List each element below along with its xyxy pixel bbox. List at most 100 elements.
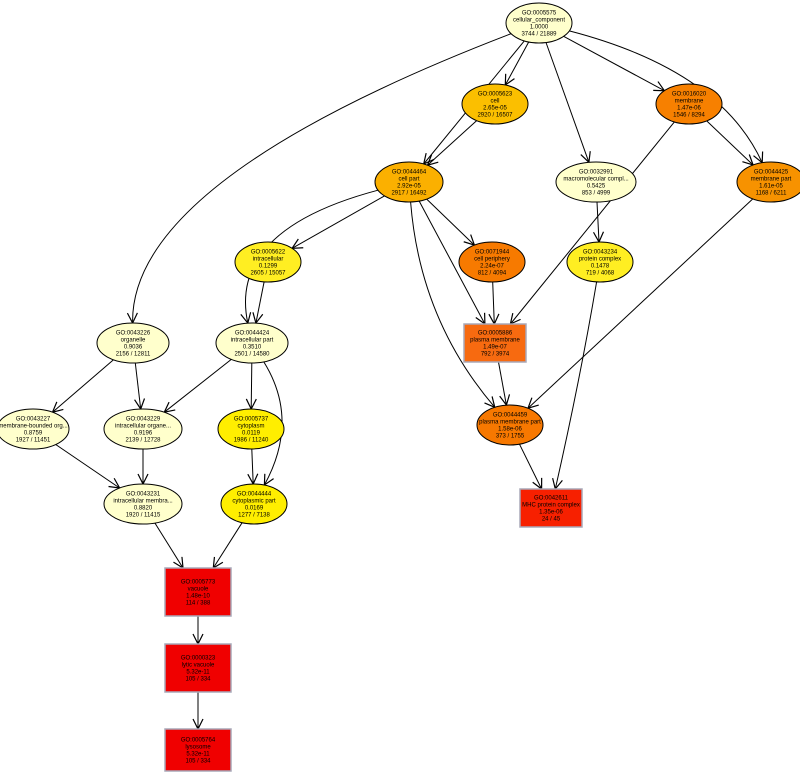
node-label-line: membrane-bounded org... bbox=[0, 424, 68, 430]
node-label-line: organelle bbox=[121, 338, 146, 344]
node-label-line: GO:0005886 bbox=[478, 331, 513, 337]
node-label-line: GO:0005773 bbox=[181, 580, 216, 586]
node-shape bbox=[164, 728, 232, 772]
node-label-line: GO:0005764 bbox=[181, 738, 216, 744]
node-label-line: 3744 / 21889 bbox=[521, 32, 557, 38]
node-label-line: cell bbox=[490, 99, 499, 105]
node-label-line: 792 / 3974 bbox=[481, 352, 510, 358]
node-label-line: 2920 / 16507 bbox=[477, 113, 513, 119]
node-label-line: GO:0000323 bbox=[181, 656, 216, 662]
edge-n44444-to-n5773 bbox=[213, 522, 243, 568]
edge-n32991-to-n43234 bbox=[597, 201, 599, 242]
edge-n16020-to-n44425 bbox=[706, 120, 753, 165]
node-label-line: cell part bbox=[398, 177, 419, 183]
node-shape bbox=[519, 488, 583, 528]
node-label-line: GO:0043229 bbox=[126, 417, 161, 423]
node-label-line: 1.61e-05 bbox=[759, 184, 783, 190]
node-label-line: intracellular part bbox=[231, 338, 274, 344]
node-shape bbox=[220, 483, 288, 525]
node-label-line: GO:0044459 bbox=[493, 413, 528, 419]
node-label-line: GO:0044444 bbox=[237, 492, 272, 498]
node-shape bbox=[215, 322, 289, 364]
node-label-line: 1986 / 11240 bbox=[234, 438, 269, 444]
node-label-line: 1.48e-10 bbox=[186, 594, 210, 600]
node-shape bbox=[505, 2, 573, 44]
node-label-line: GO:0071944 bbox=[475, 250, 510, 256]
node-shape bbox=[566, 241, 634, 283]
node-label-line: lysosome bbox=[185, 745, 211, 751]
node-label-line: cytoplasmic part bbox=[232, 499, 276, 505]
edge-n575-to-n32991 bbox=[545, 42, 589, 163]
node-label-line: 0.0119 bbox=[242, 431, 261, 437]
node-label-line: 2917 / 16492 bbox=[391, 191, 427, 197]
node-label-line: 853 / 4999 bbox=[582, 191, 611, 197]
node-shape bbox=[736, 161, 800, 203]
edge-n5623-to-n44464 bbox=[428, 120, 478, 166]
node-label-line: 2.65e-05 bbox=[483, 106, 507, 112]
node-label-line: macromolecular compl... bbox=[563, 177, 629, 183]
node-label-line: 1.49e-07 bbox=[483, 345, 507, 351]
node-label-line: 24 / 45 bbox=[542, 517, 561, 523]
node-label-line: 1.0000 bbox=[530, 25, 549, 31]
edge-n44425-to-n44459 bbox=[528, 198, 754, 408]
node-label-line: MHC protein complex bbox=[522, 503, 580, 509]
node-shape bbox=[164, 643, 232, 693]
node-shape bbox=[463, 323, 527, 363]
node-label-line: plasma membrane part bbox=[479, 420, 541, 426]
node-shape bbox=[234, 241, 302, 283]
node-label-line: 2605 / 15057 bbox=[250, 271, 286, 277]
edge-n5737-to-n44444 bbox=[252, 448, 253, 484]
node-label-line: 0.9196 bbox=[134, 431, 153, 437]
node-label-line: GO:0016020 bbox=[672, 92, 707, 98]
node-label-line: 2.92e-05 bbox=[397, 184, 421, 190]
node-label-line: 1546 / 8294 bbox=[673, 113, 705, 119]
node-label-line: 2139 / 12728 bbox=[125, 438, 161, 444]
node-label-line: GO:0005575 bbox=[522, 11, 557, 17]
node-label-line: GO:0043226 bbox=[116, 331, 151, 337]
node-shape bbox=[374, 161, 444, 203]
edge-n5886-to-n44459 bbox=[498, 361, 507, 405]
node-label-line: membrane part bbox=[751, 177, 792, 183]
node-label-line: cellular_component bbox=[513, 18, 565, 24]
edge-n43226-to-n43227 bbox=[53, 359, 114, 412]
node-label-line: protein complex bbox=[579, 257, 621, 263]
node-label-line: 2501 / 14580 bbox=[234, 352, 270, 358]
edge-n575-to-n44425 bbox=[569, 30, 762, 163]
node-label-line: cytoplasm bbox=[237, 424, 264, 430]
node-shape bbox=[103, 483, 183, 525]
node-shape bbox=[103, 408, 183, 450]
node-label-line: vacuole bbox=[188, 587, 209, 593]
node-label-line: membrane bbox=[675, 99, 704, 105]
node-shape bbox=[96, 322, 170, 364]
edge-n44464-to-n5622 bbox=[292, 195, 385, 248]
node-label-line: 105 / 334 bbox=[185, 677, 211, 683]
node-label-line: cell periphery bbox=[474, 257, 510, 263]
node-label-line: 0.8820 bbox=[134, 506, 153, 512]
edge-n43227-to-n43231 bbox=[55, 444, 120, 489]
node-label-line: GO:0042611 bbox=[534, 496, 569, 502]
